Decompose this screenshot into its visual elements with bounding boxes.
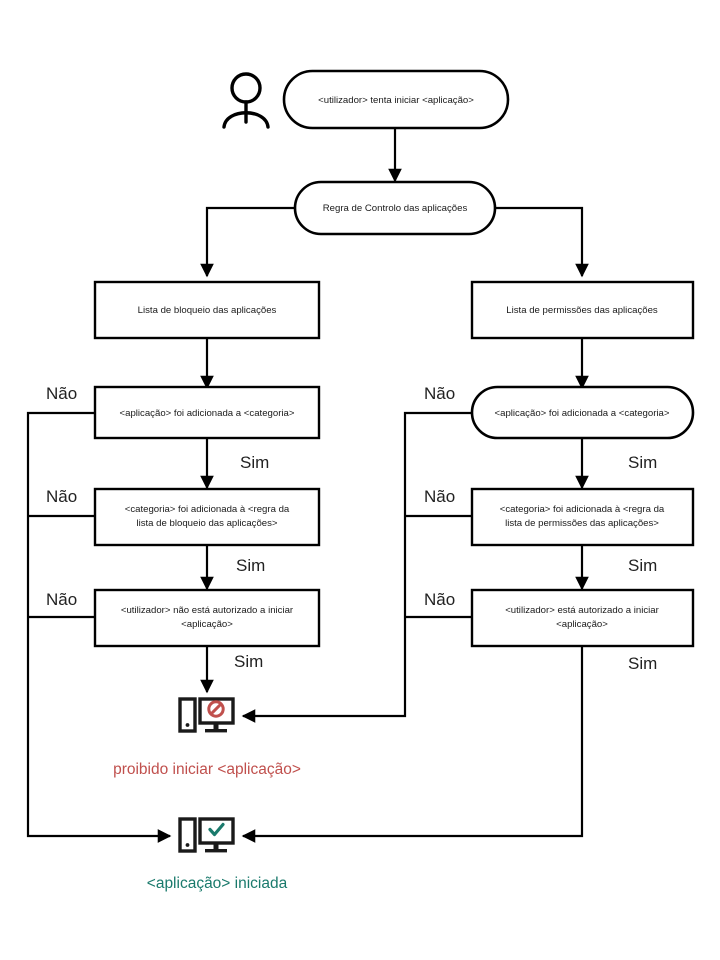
node-left-q3-label-line1: <utilizador> não está autorizado a inici… — [121, 605, 294, 616]
node-start — [282, 69, 510, 130]
branch-label-right-yes-2: Sim — [628, 556, 657, 575]
denied-outcome-label: proibido iniciar <aplicação> — [113, 761, 301, 778]
node-block-list-label: Lista de bloqueio das aplicações — [138, 305, 277, 316]
node-left-q2-label-line2: lista de bloqueio das aplicações> — [136, 518, 277, 529]
branch-label-left-no-3: Não — [46, 590, 77, 609]
branch-label-left-yes-2: Sim — [236, 556, 265, 575]
edge-left-q1-no — [26, 411, 172, 843]
allowed-outcome-label: <aplicação> iniciada — [147, 875, 288, 892]
branch-label-left-no-2: Não — [46, 487, 77, 506]
node-right-q2 — [470, 487, 695, 547]
branch-label-right-no-2: Não — [424, 487, 455, 506]
edge-rule-to-blocklist — [200, 206, 295, 278]
edge-right-q1-no — [241, 411, 472, 723]
node-allow-list — [470, 280, 695, 340]
branch-label-right-yes-3: Sim — [628, 654, 657, 673]
utilizador-actor-icon — [222, 72, 270, 129]
node-right-q3 — [470, 588, 695, 648]
node-start-label: <utilizador> tenta iniciar <aplicação> — [318, 95, 474, 106]
node-allow-list-label: Lista de permissões das aplicações — [506, 305, 658, 316]
branch-label-right-no-3: Não — [424, 590, 455, 609]
branch-label-right-no-1: Não — [424, 384, 455, 403]
node-left-q2-label-line1: <categoria> foi adicionada à <regra da — [125, 504, 290, 515]
node-left-q3 — [93, 588, 321, 648]
node-rule — [293, 180, 497, 236]
node-right-q1-label: <aplicação> foi adicionada a <categoria> — [495, 408, 670, 419]
node-left-q3-label-line2: <aplicação> — [181, 619, 233, 630]
node-right-q3-label-line1: <utilizador> está autorizado a iniciar — [505, 605, 659, 616]
computer-blocked-icon — [178, 697, 235, 733]
node-block-list — [93, 280, 321, 340]
node-left-q1-label: <aplicação> foi adicionada a <categoria> — [120, 408, 295, 419]
edge-rule-to-allowlist — [495, 206, 589, 278]
node-rule-label: Regra de Controlo das aplicações — [323, 203, 468, 214]
node-right-q2-label-line1: <categoria> foi adicionada à <regra da — [500, 504, 665, 515]
node-left-q2 — [93, 487, 321, 547]
node-right-q1 — [470, 385, 695, 440]
branch-label-left-no-1: Não — [46, 384, 77, 403]
branch-label-left-yes-1: Sim — [240, 453, 269, 472]
branch-label-right-yes-1: Sim — [628, 453, 657, 472]
node-right-q3-label-line2: <aplicação> — [556, 619, 608, 630]
node-right-q2-label-line2: lista de permissões das aplicações> — [505, 518, 659, 529]
branch-label-left-yes-3: Sim — [234, 652, 263, 671]
computer-allowed-icon — [178, 817, 235, 853]
edge-right-q3-yes — [241, 646, 584, 843]
node-left-q1 — [93, 385, 321, 440]
